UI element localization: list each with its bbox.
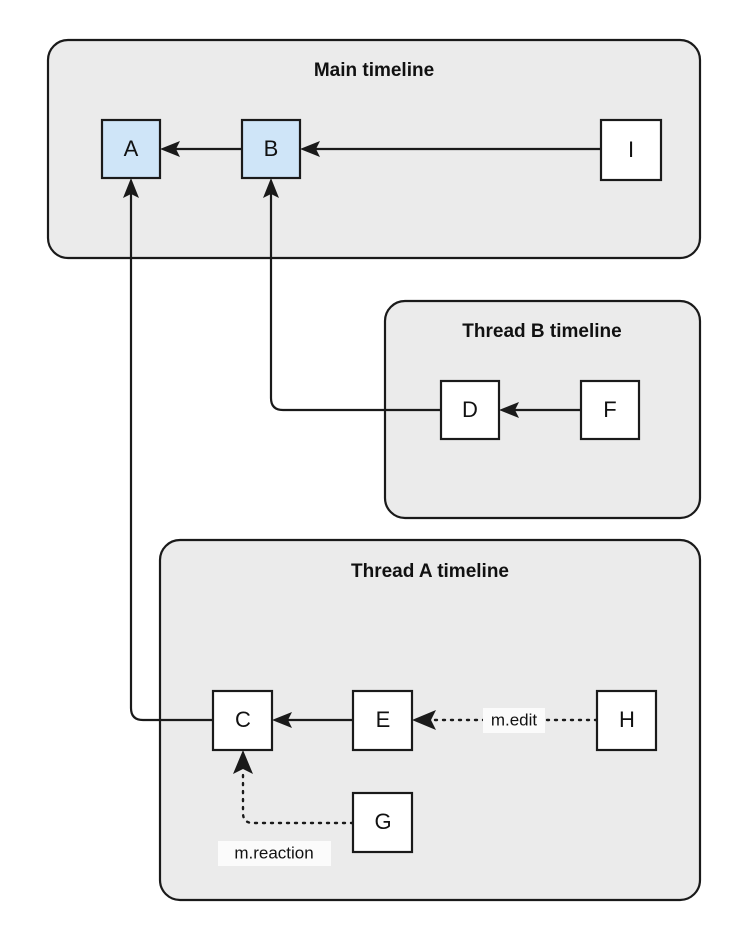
node-a[interactable]: A [100,118,162,180]
node-h-rect[interactable] [595,689,658,752]
edge-label-m-edit-bg [483,708,545,733]
node-d-rect[interactable] [439,379,501,441]
edge-c-to-a-arrowhead [123,178,139,198]
edge-h-to-e-arrowhead [412,710,436,730]
edge-label-m-reaction-text: m.reaction [234,843,313,862]
node-i-label: I [628,137,634,162]
node-g-label: G [374,809,391,834]
edge-c-to-a-line [129,188,213,722]
edge-g-to-c-arrowhead [233,750,253,774]
node-e-rect[interactable] [351,689,414,752]
node-e-label: E [376,707,391,732]
node-h[interactable]: H [595,689,658,752]
node-g[interactable]: G [351,791,414,854]
node-a-label: A [124,136,139,161]
node-f[interactable]: F [579,379,641,441]
node-d[interactable]: D [439,379,501,441]
node-b-label: B [264,136,279,161]
edge-f-to-d [499,402,581,418]
node-c[interactable]: C [211,689,274,752]
group-main-timeline-title: Main timeline [314,60,434,81]
node-d-label: D [462,397,478,422]
node-a-rect[interactable] [100,118,162,180]
edge-f-to-d-arrowhead [499,402,519,418]
node-h-label: H [619,707,635,732]
edge-label-m-edit-text: m.edit [491,710,538,729]
node-i-rect[interactable] [599,118,663,182]
node-c-rect[interactable] [211,689,274,752]
edge-d-to-b-arrowhead [263,178,279,198]
edge-g-to-c [233,750,355,825]
edge-b-to-a-arrowhead [160,141,180,157]
group-thread-a-timeline-title: Thread A timeline [351,561,509,582]
edge-c-to-a [123,178,213,722]
edge-label-m-reaction: m.reaction [218,841,331,866]
edge-i-to-b [300,141,601,157]
edge-e-to-c [272,712,353,728]
edge-label-m-reaction-bg [218,841,331,866]
edge-label-m-edit: m.edit [483,708,545,733]
node-b-rect[interactable] [240,118,302,180]
edge-d-to-b-line [269,188,441,412]
edge-e-to-c-arrowhead [272,712,292,728]
edge-i-to-b-arrowhead [300,141,320,157]
node-i[interactable]: I [599,118,663,182]
node-c-label: C [235,707,251,732]
node-g-rect[interactable] [351,791,414,854]
edge-d-to-b [263,178,441,412]
node-f-rect[interactable] [579,379,641,441]
node-f-label: F [603,397,616,422]
group-thread-b-timeline-title: Thread B timeline [462,321,621,342]
edge-b-to-a [160,141,242,157]
node-e[interactable]: E [351,689,414,752]
node-b[interactable]: B [240,118,302,180]
